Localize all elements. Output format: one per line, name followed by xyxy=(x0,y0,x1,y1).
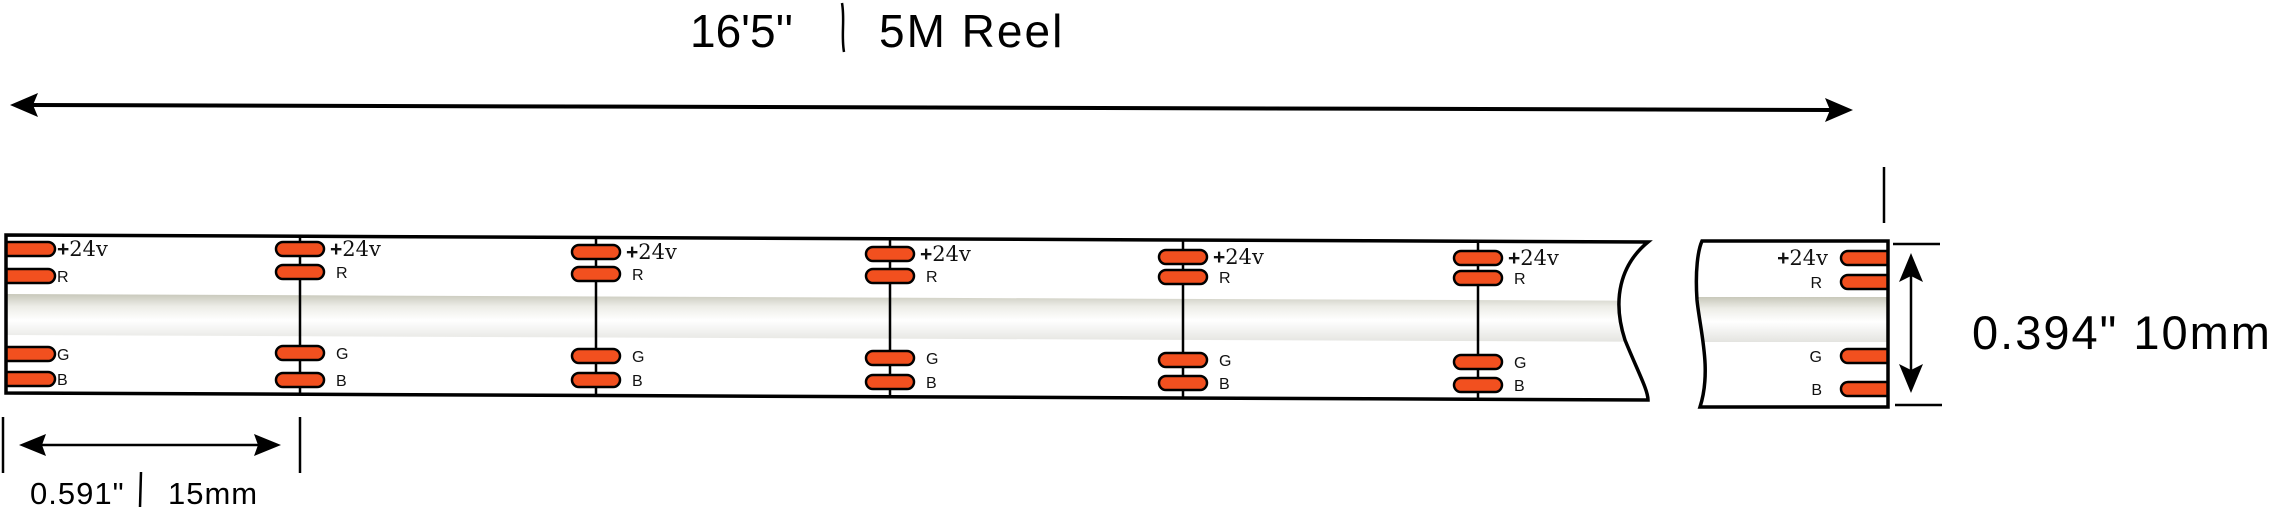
strip-outline xyxy=(4,233,1653,402)
pin-label-r: R xyxy=(926,269,938,286)
pin-label-g: G xyxy=(1219,353,1231,370)
pad-v xyxy=(1157,248,1209,266)
pin-label-b: B xyxy=(926,375,937,392)
pin-label-g: G xyxy=(336,346,348,363)
pin-label-voltage: +24v xyxy=(626,240,677,264)
title-separator xyxy=(840,2,846,53)
pitch-imperial-label: 0.591" xyxy=(30,476,125,508)
pin-label-r: R xyxy=(1219,270,1231,287)
cut-lines xyxy=(298,236,1480,400)
pad-b xyxy=(4,370,57,388)
length-imperial-label: 16'5'' xyxy=(690,5,793,57)
end-light-tube-band xyxy=(1696,297,1888,342)
solder-pads xyxy=(4,240,1504,394)
pitch-metric-label: 15mm xyxy=(168,476,258,508)
pin-label-b: B xyxy=(1219,376,1230,393)
pad-b xyxy=(570,371,622,389)
pin-label-g: G xyxy=(1514,355,1526,372)
arrowhead-right-small-icon xyxy=(254,434,281,456)
arrowhead-left-small-icon xyxy=(19,434,46,456)
pad-r xyxy=(1452,269,1504,287)
pin-label-voltage: +24v xyxy=(920,242,971,266)
pin-label-r: R xyxy=(57,269,69,286)
arrowhead-left-icon xyxy=(10,93,38,117)
end-pad-b xyxy=(1839,380,1888,398)
pad-b xyxy=(864,373,916,391)
pad-r xyxy=(864,267,916,285)
pin-label-g: G xyxy=(926,351,938,368)
end-pin-label-voltage: +24v xyxy=(1777,246,1828,270)
end-pad-r xyxy=(1839,273,1888,291)
pin-label-r: R xyxy=(1514,271,1526,288)
pad-v xyxy=(570,243,622,261)
pad-r xyxy=(274,263,326,281)
pad-g xyxy=(570,347,622,365)
arrowhead-right-icon xyxy=(1825,98,1853,122)
pin-label-b: B xyxy=(632,373,643,390)
pad-v xyxy=(864,245,916,263)
pad-r xyxy=(4,267,57,285)
end-solder-pads xyxy=(1839,249,1888,398)
pin-label-voltage: +24v xyxy=(1508,246,1559,270)
light-tube-band xyxy=(6,294,1648,342)
pad-g xyxy=(864,349,916,367)
pad-g xyxy=(1452,353,1504,371)
pin-label-voltage: +24v xyxy=(330,237,381,261)
pad-r xyxy=(570,265,622,283)
pin-label-g: G xyxy=(57,347,69,364)
end-pad-v xyxy=(1839,249,1888,267)
end-piece-outline xyxy=(1694,239,1890,409)
pin-label-r: R xyxy=(632,267,644,284)
pad-g xyxy=(1157,351,1209,369)
pin-label-b: B xyxy=(1514,378,1525,395)
pad-g xyxy=(4,345,57,363)
arrowhead-down-icon xyxy=(1899,364,1923,393)
led-strip-main: +24vRGB+24vRGB+24vRGB+24vRGB+24vRGB+24vR… xyxy=(4,233,1653,402)
pin-label-b: B xyxy=(336,373,347,390)
pin-label-voltage: +24v xyxy=(1213,245,1264,269)
width-dimension: 0.394" 10mm xyxy=(1882,167,2272,407)
end-pin-label-b: B xyxy=(1811,382,1822,399)
pin-labels: +24vRGB+24vRGB+24vRGB+24vRGB+24vRGB+24vR… xyxy=(57,237,1559,395)
pin-label-b: B xyxy=(57,372,68,389)
end-pin-label-r: R xyxy=(1810,275,1822,292)
pitch-dimension: 0.591" 15mm xyxy=(1,417,302,508)
length-metric-label: 5M Reel xyxy=(879,5,1064,57)
pin-label-g: G xyxy=(632,349,644,366)
length-dimension-arrow xyxy=(10,93,1853,122)
pad-b xyxy=(1452,376,1504,394)
arrowhead-up-icon xyxy=(1899,253,1923,282)
pad-b xyxy=(1157,374,1209,392)
reel-length-title: 16'5'' 5M Reel xyxy=(690,2,1064,57)
pin-label-r: R xyxy=(336,265,348,282)
end-pin-label-g: G xyxy=(1810,349,1822,366)
pin-label-voltage: +24v xyxy=(57,237,108,261)
pad-b xyxy=(274,371,326,389)
pad-v xyxy=(274,240,326,258)
pad-v xyxy=(1452,249,1504,267)
pad-g xyxy=(274,344,326,362)
end-pad-g xyxy=(1839,347,1888,365)
pad-v xyxy=(4,240,57,258)
pitch-separator xyxy=(138,471,143,508)
pad-r xyxy=(1157,268,1209,286)
length-arrow-line xyxy=(29,103,1831,112)
width-label: 0.394" 10mm xyxy=(1972,306,2272,359)
